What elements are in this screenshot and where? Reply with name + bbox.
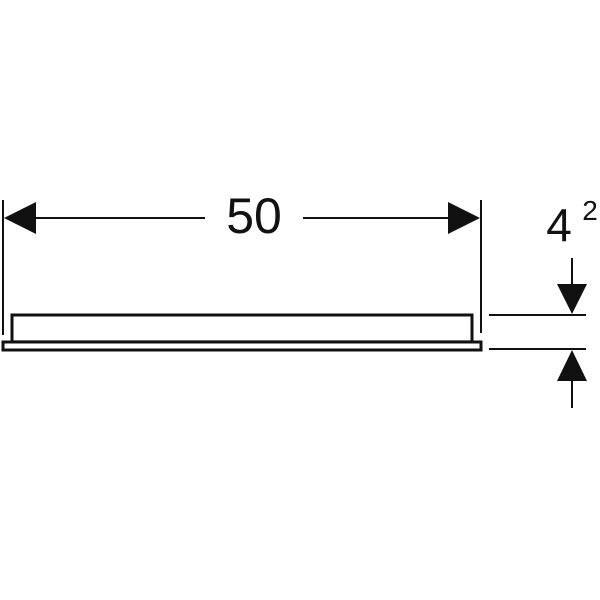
arrow-down-icon [557,284,587,314]
height-dimension-superscript: 2 [582,195,598,226]
height-dimension-arrows [557,258,587,408]
arrow-up-icon [557,350,587,381]
product-profile [1,313,483,352]
width-dimension-label: 50 [226,188,282,244]
arrow-left-icon [4,202,36,234]
height-dimension-label: 4 [546,199,572,251]
width-dimension-line [4,202,480,234]
arrow-right-icon [448,202,480,234]
